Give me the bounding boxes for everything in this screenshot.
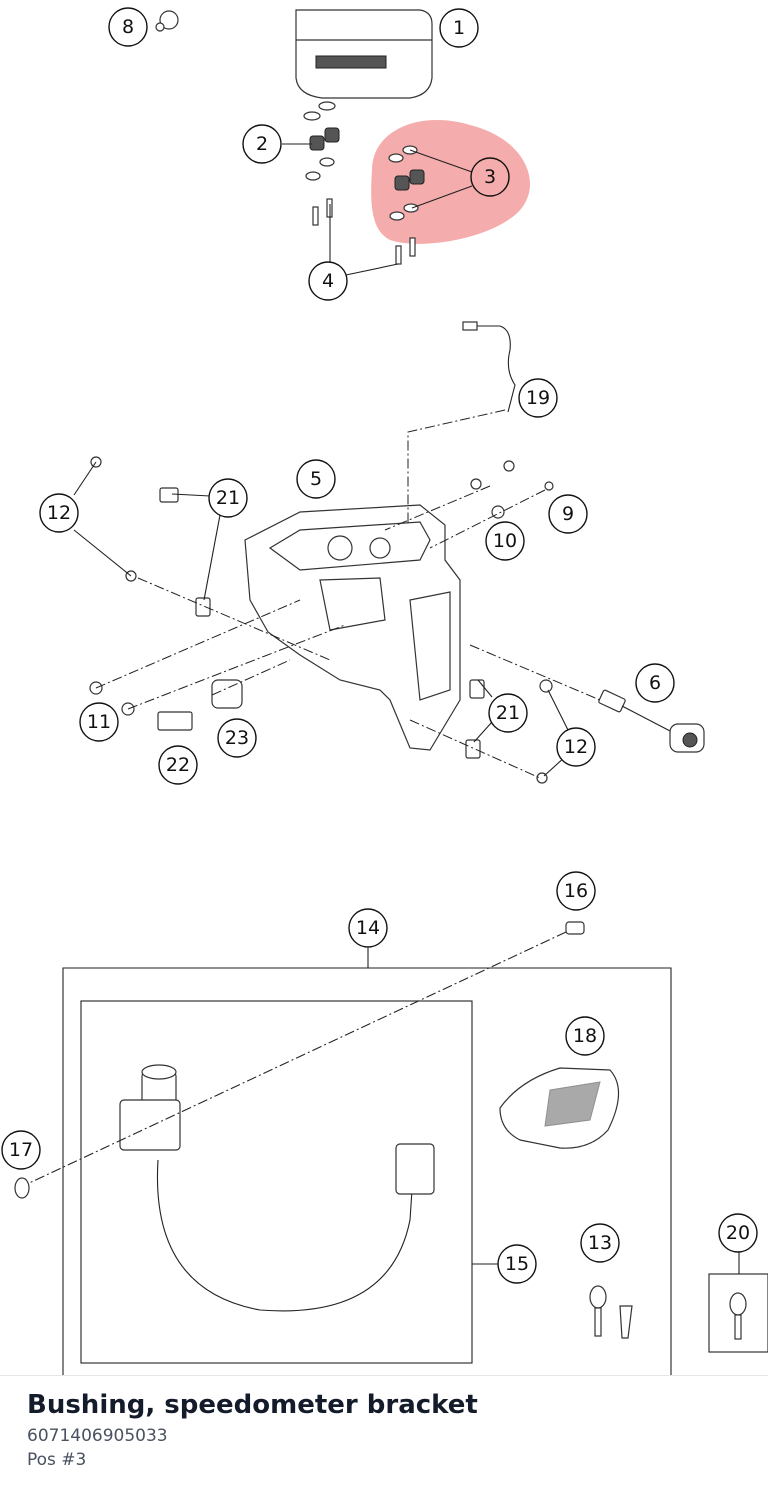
svg-text:15: 15 xyxy=(505,1253,529,1275)
svg-text:11: 11 xyxy=(87,711,111,733)
callout-13[interactable]: 13 xyxy=(580,1223,620,1263)
part-title: Bushing, speedometer bracket xyxy=(27,1390,478,1420)
svg-text:14: 14 xyxy=(356,917,380,939)
part-info-panel: Bushing, speedometer bracket 60714069050… xyxy=(0,1375,768,1492)
callout-12-right[interactable]: 12 xyxy=(556,727,596,767)
callout-23[interactable]: 23 xyxy=(217,718,257,758)
callout-15[interactable]: 15 xyxy=(497,1244,537,1284)
part-speedometer[interactable] xyxy=(295,9,433,99)
kit-frame xyxy=(62,948,672,1375)
svg-text:2: 2 xyxy=(256,133,268,155)
svg-text:3: 3 xyxy=(484,166,496,188)
svg-text:23: 23 xyxy=(225,727,249,749)
part-bushings-3[interactable] xyxy=(388,145,425,221)
svg-text:6: 6 xyxy=(649,672,661,694)
svg-text:10: 10 xyxy=(493,530,517,552)
callout-3[interactable]: 3 xyxy=(470,157,510,197)
callout-11[interactable]: 11 xyxy=(79,702,119,742)
part-key-box[interactable] xyxy=(708,1250,768,1353)
callout-19[interactable]: 19 xyxy=(518,378,558,418)
svg-text:21: 21 xyxy=(216,487,240,509)
callout-14[interactable]: 14 xyxy=(348,908,388,948)
callout-20[interactable]: 20 xyxy=(718,1213,758,1253)
part-keys[interactable] xyxy=(589,1285,633,1339)
callout-17[interactable]: 17 xyxy=(1,1130,41,1170)
part-number: 6071406905033 xyxy=(27,1426,168,1446)
svg-text:17: 17 xyxy=(9,1139,33,1161)
part-key-cover[interactable] xyxy=(499,1067,620,1149)
part-sensor-cable[interactable] xyxy=(462,321,516,413)
callout-10[interactable]: 10 xyxy=(485,521,525,561)
svg-text:18: 18 xyxy=(573,1025,597,1047)
callout-6[interactable]: 6 xyxy=(635,663,675,703)
part-screw-16[interactable] xyxy=(565,921,585,935)
part-lock-cable-6[interactable] xyxy=(598,689,705,753)
callout-21-top[interactable]: 21 xyxy=(208,478,248,518)
part-ignition-switch[interactable] xyxy=(119,1064,435,1312)
assembly-line-16 xyxy=(24,931,567,1186)
svg-text:1: 1 xyxy=(453,17,465,39)
svg-text:4: 4 xyxy=(322,270,334,292)
exploded-parts-diagram: 8 1 2 3 4 19 5 21 12 9 10 6 11 23 22 21 … xyxy=(1,7,768,1375)
callout-22[interactable]: 22 xyxy=(158,745,198,785)
callout-21-bottom[interactable]: 21 xyxy=(488,693,528,733)
part-bushings-2[interactable] xyxy=(303,101,340,181)
callout-9[interactable]: 9 xyxy=(548,494,588,534)
callout-2[interactable]: 2 xyxy=(242,124,282,164)
callout-12-left[interactable]: 12 xyxy=(39,493,79,533)
callout-8[interactable]: 8 xyxy=(108,7,148,47)
part-bracket-5[interactable] xyxy=(244,504,461,751)
svg-text:9: 9 xyxy=(562,503,574,525)
callout-18[interactable]: 18 xyxy=(565,1016,605,1056)
svg-text:20: 20 xyxy=(726,1222,750,1244)
part-clamp[interactable] xyxy=(155,10,179,32)
svg-text:12: 12 xyxy=(47,502,71,524)
svg-text:22: 22 xyxy=(166,754,190,776)
callout-5[interactable]: 5 xyxy=(296,459,336,499)
part-position: Pos #3 xyxy=(27,1450,87,1470)
svg-text:12: 12 xyxy=(564,736,588,758)
svg-text:5: 5 xyxy=(310,468,322,490)
part-oring[interactable] xyxy=(14,1177,30,1199)
callout-16[interactable]: 16 xyxy=(556,871,596,911)
callout-1[interactable]: 1 xyxy=(439,8,479,48)
part-hardware-left[interactable] xyxy=(89,456,243,731)
svg-text:21: 21 xyxy=(496,702,520,724)
svg-text:13: 13 xyxy=(588,1232,612,1254)
callout-4[interactable]: 4 xyxy=(308,261,348,301)
svg-text:8: 8 xyxy=(122,16,134,38)
assembly-lines xyxy=(95,409,601,779)
svg-text:16: 16 xyxy=(564,880,588,902)
svg-text:19: 19 xyxy=(526,387,550,409)
part-hardware-right[interactable] xyxy=(465,460,554,784)
